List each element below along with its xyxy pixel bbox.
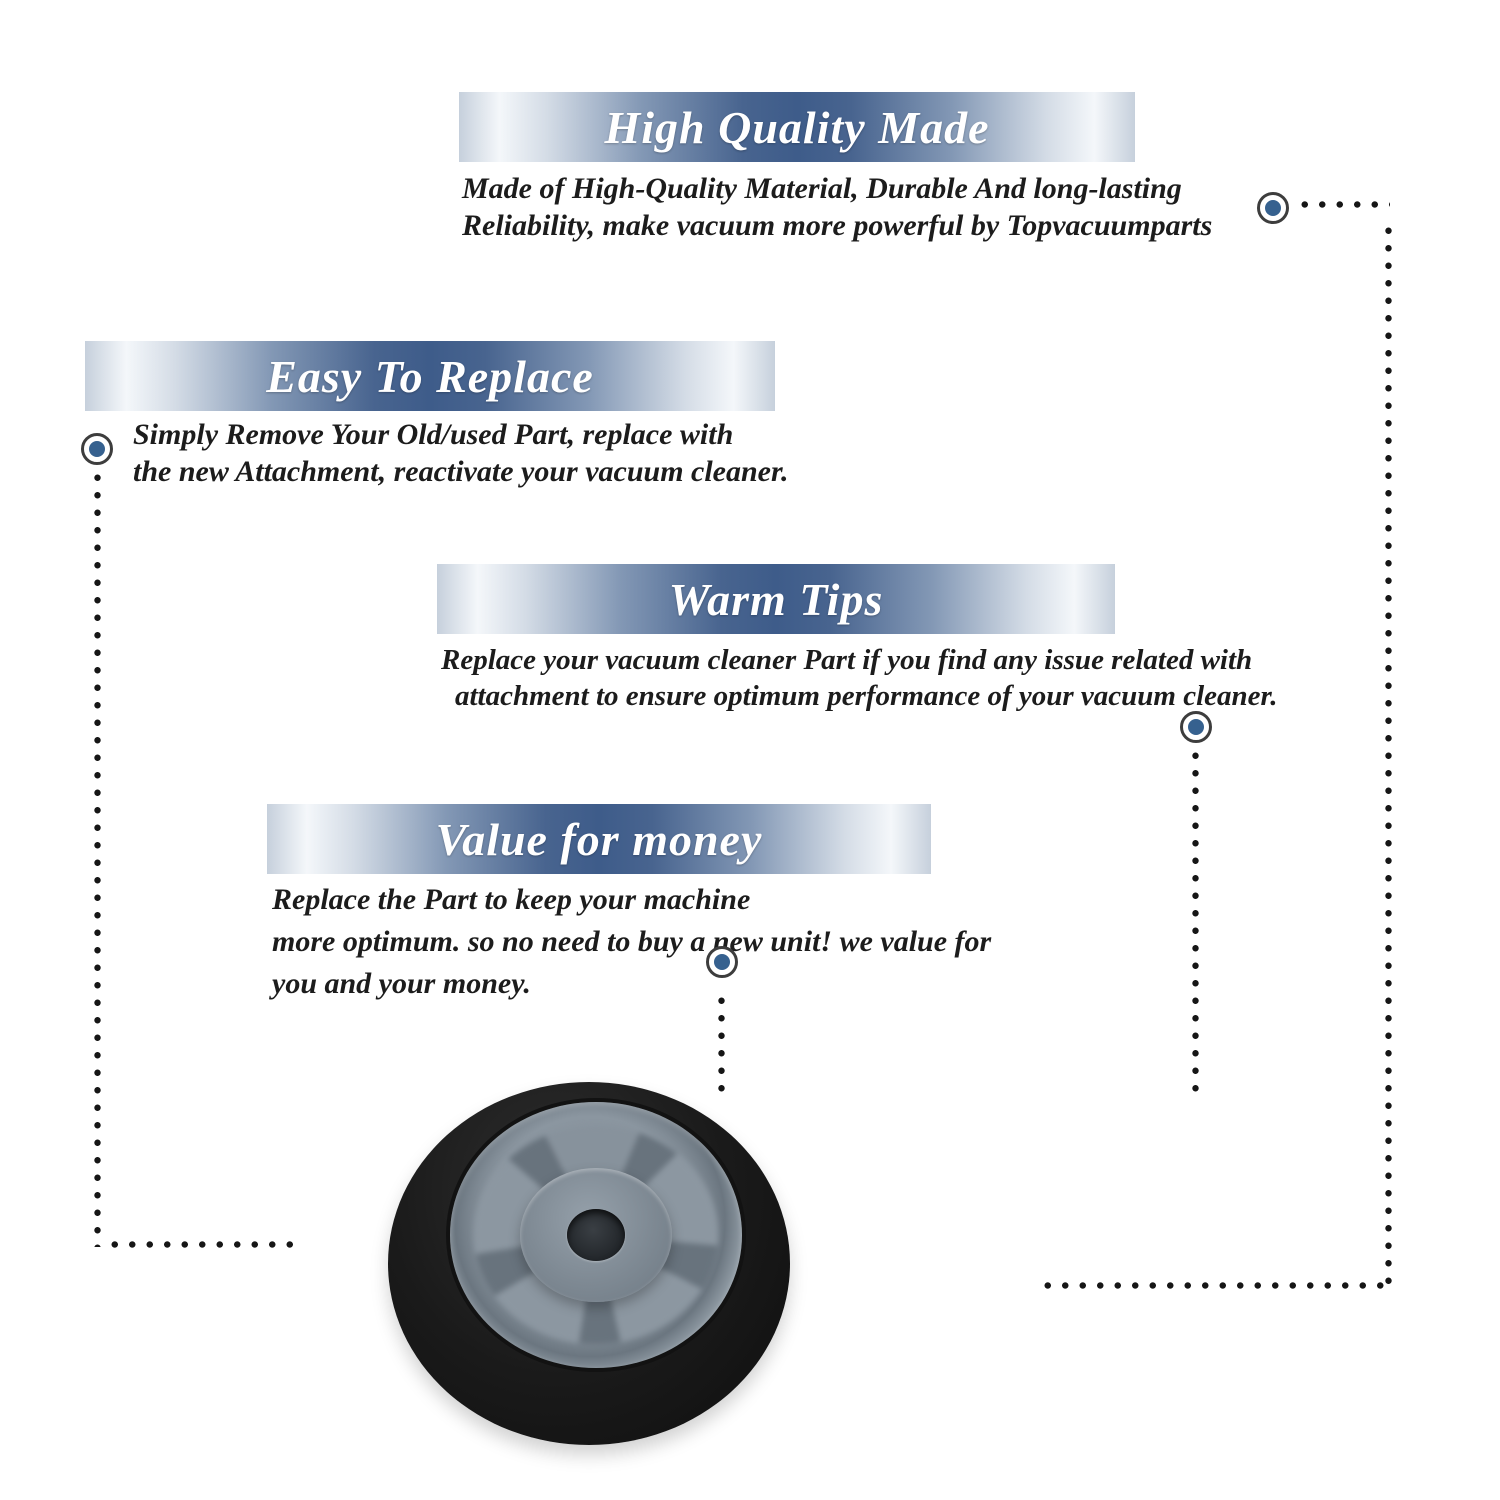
leader-line-top-horizontal bbox=[1294, 201, 1390, 208]
leader-line-value-money-vertical bbox=[718, 990, 725, 1092]
wheel-axle-hole bbox=[567, 1209, 625, 1261]
feature-text-line: Made of High-Quality Material, Durable A… bbox=[462, 172, 1182, 205]
feature-text-line: Replace your vacuum cleaner Part if you … bbox=[441, 644, 1253, 676]
banner-easy-to-replace: Easy To Replace bbox=[85, 341, 775, 411]
leader-line-bottom-right-horizontal bbox=[1037, 1282, 1389, 1289]
wheel-hub bbox=[450, 1102, 742, 1368]
banner-title: Easy To Replace bbox=[266, 350, 594, 402]
leader-line-left-vertical bbox=[94, 467, 101, 1247]
callout-marker-warm-tips bbox=[1180, 711, 1212, 743]
feature-text-high-quality: Made of High-Quality Material, Durable A… bbox=[462, 170, 1212, 244]
leader-line-warm-tips-vertical bbox=[1192, 745, 1199, 1097]
callout-marker-value-money bbox=[706, 946, 738, 978]
banner-warm-tips: Warm Tips bbox=[437, 564, 1115, 634]
leader-line-right-vertical bbox=[1385, 220, 1392, 1284]
banner-title: Warm Tips bbox=[668, 573, 884, 625]
feature-text-line: you and your money. bbox=[272, 967, 531, 1000]
leader-line-bottom-left-horizontal bbox=[104, 1241, 300, 1248]
feature-text-line: the new Attachment, reactivate your vacu… bbox=[133, 455, 789, 488]
feature-text-line: more optimum. so no need to buy a new un… bbox=[272, 925, 992, 958]
banner-value-for-money: Value for money bbox=[267, 804, 931, 874]
feature-text-line: attachment to ensure optimum performance… bbox=[455, 680, 1278, 712]
banner-title: Value for money bbox=[435, 813, 763, 865]
callout-marker-easy-replace bbox=[81, 433, 113, 465]
banner-title: High Quality Made bbox=[604, 101, 990, 153]
banner-high-quality-made: High Quality Made bbox=[459, 92, 1135, 162]
feature-text-warm-tips: Replace your vacuum cleaner Part if you … bbox=[441, 642, 1277, 714]
feature-text-line: Simply Remove Your Old/used Part, replac… bbox=[133, 418, 734, 451]
feature-text-value-money: Replace the Part to keep your machine mo… bbox=[272, 879, 991, 1005]
feature-text-line: Reliability, make vacuum more powerful b… bbox=[462, 209, 1213, 242]
product-wheel-image bbox=[388, 1082, 790, 1445]
feature-text-easy-replace: Simply Remove Your Old/used Part, replac… bbox=[133, 416, 789, 490]
callout-marker-high-quality bbox=[1257, 192, 1289, 224]
feature-text-line: Replace the Part to keep your machine bbox=[272, 883, 751, 916]
